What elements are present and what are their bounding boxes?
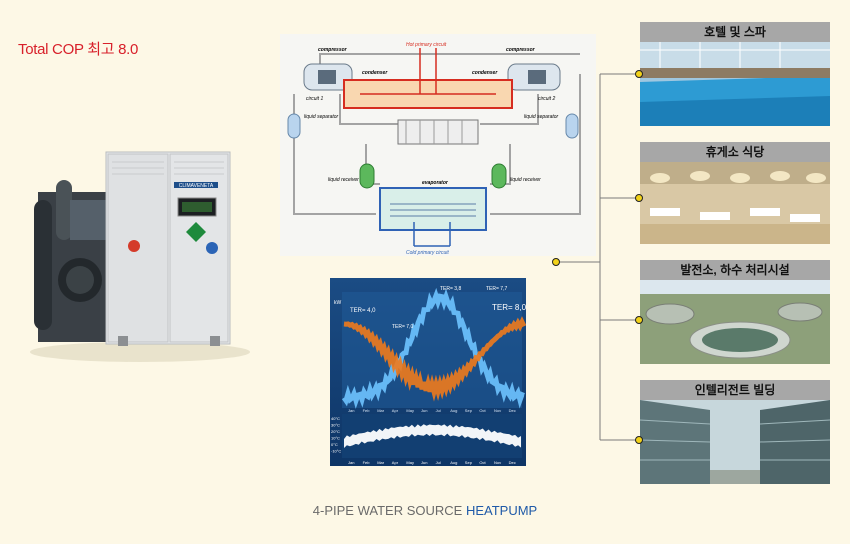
- ter-top2: TER= 7,7: [486, 286, 507, 292]
- connector-dot-restaurant: [635, 194, 643, 202]
- cooling-load-curve: [341, 287, 525, 409]
- month-tick-top: Mar: [377, 408, 385, 413]
- footer-highlight: HEATPUMP: [465, 503, 538, 518]
- month-tick-top: Jun: [421, 408, 427, 413]
- label-evaporator: evaporator: [422, 180, 449, 186]
- unit-brand: CLIMAVENETA: [179, 183, 214, 189]
- footer-prefix: 4-PIPE WATER SOURCE: [312, 503, 466, 518]
- footer-caption: 4-PIPE WATER SOURCE HEATPUMP: [0, 503, 850, 518]
- month-tick-top: Dec: [509, 408, 516, 413]
- evaporator-cold-circuit: [379, 187, 487, 231]
- month-tick-bottom: Sep: [465, 460, 473, 465]
- label-compressor-left: compressor: [318, 47, 348, 53]
- connector-dot-hub: [552, 258, 560, 266]
- application-hotel-spa: 호텔 및 스파: [640, 22, 830, 131]
- connector-dot-plant: [635, 316, 643, 324]
- ter-performance-graph: kW TER= 4,0 TER= 7,0 TER= 3,8 TER= 7,7 T…: [330, 278, 526, 466]
- label-liquid-separator-right: liquid separator: [524, 114, 559, 120]
- restaurant-photo: [640, 162, 830, 244]
- panel-label: 호텔 및 스파: [640, 22, 830, 42]
- month-tick-bottom: May: [406, 460, 414, 465]
- connector-dot-hotel: [635, 70, 643, 78]
- panel-label: 인텔리전트 빌딩: [640, 380, 830, 400]
- compressor-right: [507, 63, 561, 91]
- refrigerant-circuit-diagram: compressor compressor circuit 1 circuit …: [280, 34, 596, 256]
- month-tick-top: Jul: [436, 408, 441, 413]
- heatpump-unit-image: CLIMAVENETA: [30, 151, 250, 362]
- application-power-plant-sewage: 발전소, 하수 처리시설: [640, 260, 830, 369]
- month-tick-top: Feb: [363, 408, 371, 413]
- month-tick-bottom: Apr: [392, 460, 399, 465]
- label-hot-circuit: Hot primary circuit: [406, 42, 447, 48]
- panel-label: 휴게소 식당: [640, 142, 830, 162]
- compressor-left: [303, 63, 353, 91]
- label-liquid-separator-left: liquid separator: [304, 114, 339, 120]
- month-tick-bottom: Mar: [377, 460, 385, 465]
- month-tick-bottom: Oct: [479, 460, 486, 465]
- panel-label: 발전소, 하수 처리시설: [640, 260, 830, 280]
- connector-dot-building: [635, 436, 643, 444]
- label-circuit-2: circuit 2: [538, 96, 555, 102]
- month-tick-top: Nov: [494, 408, 501, 413]
- label-condenser-left: condenser: [362, 70, 388, 76]
- ter-mid: TER= 7,0: [392, 324, 413, 330]
- temp-tick: 0°C: [331, 442, 338, 447]
- month-tick-bottom: Jan: [348, 460, 354, 465]
- month-tick-top: Jan: [348, 408, 354, 413]
- month-tick-top: Sep: [465, 408, 473, 413]
- temp-tick: 30°C: [331, 423, 340, 428]
- month-tick-top: Aug: [450, 408, 457, 413]
- month-tick-top: Apr: [392, 408, 399, 413]
- temp-tick: -10°C: [331, 449, 341, 454]
- intelligent-building-photo: [639, 400, 831, 484]
- connector-lines: [556, 73, 638, 441]
- month-tick-bottom: Jun: [421, 460, 427, 465]
- label-cold-circuit: Cold primary circuit: [406, 250, 449, 256]
- ter-right: TER= 8,0: [492, 303, 526, 312]
- heating-load-curve: [343, 316, 526, 402]
- ter-top: TER= 3,8: [440, 286, 461, 292]
- hotel-spa-photo: [640, 42, 830, 126]
- month-tick-top: May: [406, 408, 414, 413]
- month-tick-bottom: Feb: [363, 460, 371, 465]
- temp-tick: 40°C: [331, 416, 340, 421]
- headline: Total COP 최고 8.0: [18, 41, 139, 58]
- month-tick-bottom: Aug: [450, 460, 457, 465]
- month-tick-bottom: Dec: [509, 460, 516, 465]
- label-liquid-receiver-right: liquid receiver: [510, 177, 541, 183]
- sewage-plant-photo: [640, 280, 830, 364]
- graph-y-unit: kW: [334, 300, 342, 306]
- application-intelligent-building: 인텔리전트 빌딩: [639, 380, 831, 489]
- application-rest-area-restaurant: 휴게소 식당: [640, 142, 830, 249]
- month-tick-bottom: Nov: [494, 460, 501, 465]
- ter-left: TER= 4,0: [350, 308, 376, 314]
- temp-tick: 10°C: [331, 436, 340, 441]
- label-liquid-receiver-left: liquid receiver: [328, 177, 359, 183]
- label-compressor-right: compressor: [506, 47, 536, 53]
- month-tick-bottom: Jul: [436, 460, 441, 465]
- label-condenser-right: condenser: [472, 70, 498, 76]
- label-circuit-1: circuit 1: [306, 96, 323, 102]
- temp-tick: 20°C: [331, 429, 340, 434]
- month-tick-top: Oct: [479, 408, 486, 413]
